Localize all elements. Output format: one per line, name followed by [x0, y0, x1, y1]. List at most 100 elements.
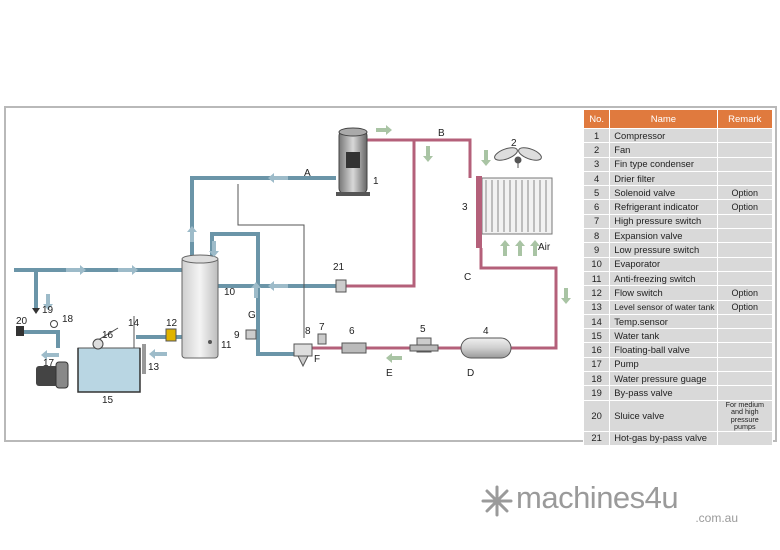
legend-cell-no: 21	[582, 430, 611, 446]
legend-cell-no: 18	[582, 371, 611, 387]
legend-cell-no: 10	[582, 256, 611, 272]
label-air: Air	[538, 242, 551, 253]
legend-cell-remark	[716, 142, 774, 158]
legend-cell-no: 6	[582, 199, 611, 215]
legend-cell-remark	[716, 170, 774, 187]
logo-domain: .com.au	[695, 511, 738, 525]
label-point-e: E	[386, 368, 393, 379]
legend-cell-no: 13	[582, 299, 611, 315]
label-6: 6	[349, 326, 355, 337]
legend-cell-no: 12	[582, 285, 611, 301]
legend-cell-remark: Option	[716, 299, 774, 315]
legend-cell-no: 4	[582, 170, 611, 187]
flow-arrows	[41, 125, 571, 363]
label-1: 1	[373, 176, 379, 187]
water-pressure-gauge	[50, 320, 58, 328]
machines4u-logo: machines4u .com.au	[478, 478, 768, 528]
legend-cell-name: Expansion valve	[609, 228, 718, 244]
legend-cell-name: Evaporator	[609, 256, 718, 272]
legend-cell-name: Flow switch	[609, 285, 718, 301]
signal-lines	[133, 184, 305, 370]
legend-cell-name: Drier filter	[609, 170, 718, 187]
legend-cell-no: 19	[582, 385, 611, 401]
legend-cell-no: 8	[582, 228, 611, 244]
legend-cell-no: 3	[582, 156, 611, 172]
low-pressure-switch	[245, 329, 257, 340]
header-name: Name	[609, 109, 718, 129]
pipe-b	[366, 138, 472, 178]
legend-cell-no: 15	[582, 328, 611, 344]
label-point-g: G	[248, 310, 256, 321]
legend-cell-no: 2	[582, 142, 611, 158]
label-15: 15	[102, 395, 114, 406]
pipe-c	[479, 248, 558, 350]
legend-cell-remark	[716, 430, 774, 446]
label-8: 8	[305, 326, 311, 337]
legend-cell-remark	[716, 313, 774, 330]
legend-cell-no: 17	[582, 356, 611, 373]
compressor	[336, 127, 370, 196]
legend-cell-remark: For medium and high pressure pumps	[716, 399, 774, 432]
expansion-valve	[293, 343, 313, 368]
label-12: 12	[166, 318, 178, 329]
hot-gas-bypass-pipe	[346, 140, 416, 288]
pump-outlet-pipe	[20, 330, 60, 348]
legend-cell-remark	[716, 328, 774, 344]
hot-gas-bypass-valve	[335, 279, 347, 293]
label-13: 13	[148, 362, 160, 373]
legend-header-row: No. Name Remark	[582, 109, 774, 129]
legend-cell-no: 14	[582, 313, 611, 330]
fin-condenser	[476, 176, 553, 248]
legend-cell-remark	[716, 385, 774, 401]
legend-cell-name: Compressor	[609, 127, 718, 144]
legend-cell-remark	[716, 270, 774, 287]
legend-cell-remark	[716, 356, 774, 373]
label-point-a: A	[304, 168, 311, 179]
label-11: 11	[221, 340, 232, 351]
legend-cell-remark: Option	[716, 199, 774, 215]
floating-ball-valve	[92, 327, 119, 350]
water-tank	[77, 347, 141, 393]
legend-cell-name: Fin type condenser	[609, 156, 718, 172]
logo-text: machines4u	[516, 480, 679, 515]
refrigerant-indicator	[341, 342, 367, 354]
label-18: 18	[62, 314, 74, 325]
refrigeration-diagram: 1 2 3 4 5 6 7 8 9 10 11 12 13 14 15 16 1…	[14, 125, 571, 406]
legend-cell-no: 1	[582, 127, 611, 144]
legend-cell-name: Water pressure guage	[609, 371, 718, 387]
legend-cell-remark	[716, 228, 774, 244]
label-17: 17	[43, 358, 55, 369]
legend-cell-no: 16	[582, 342, 611, 358]
legend-cell-name: Water tank	[609, 328, 718, 344]
label-point-c: C	[464, 272, 471, 283]
pump	[36, 361, 69, 389]
component-labels: 1 2 3 4 5 6 7 8 9 10 11 12 13 14 15 16 1…	[16, 128, 551, 406]
solenoid-valve	[409, 337, 439, 353]
high-pressure-switch	[317, 333, 327, 345]
legend-cell-name: Level sensor of water tank	[609, 299, 718, 315]
label-point-b: B	[438, 128, 445, 139]
label-3: 3	[462, 202, 468, 213]
fan-icon	[494, 147, 542, 168]
legend-cell-remark: Option	[716, 185, 774, 201]
legend-cell-remark	[716, 342, 774, 358]
